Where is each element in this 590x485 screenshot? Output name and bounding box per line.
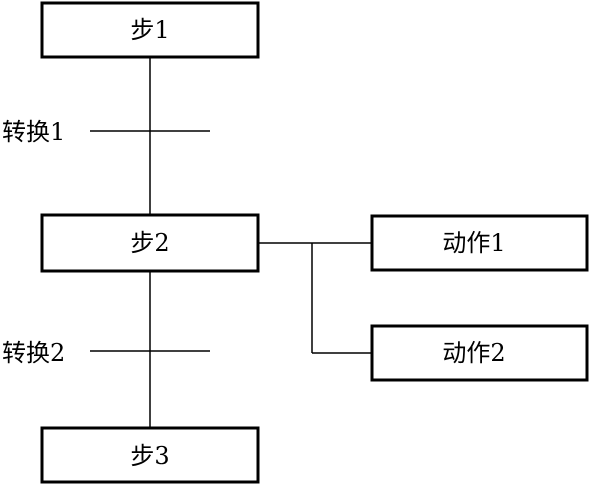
action-1-box [370,214,589,272]
step-2-label: 步2 [130,229,169,257]
step-2-box [40,213,260,273]
transition-2-label: 转换2 [2,339,65,367]
step-3-label: 步3 [130,442,169,470]
step-1-label: 步1 [130,16,169,44]
step-2: 步2 [40,213,260,273]
action-2-label: 动作2 [442,339,505,367]
transition-1-label: 转换1 [2,118,65,146]
action-2: 动作2 [370,324,589,382]
step-1: 步1 [40,1,260,59]
action-1-label: 动作1 [442,229,505,257]
action-1: 动作1 [370,214,589,272]
action-2-box [370,324,589,382]
step-3-box [40,426,260,484]
step-3: 步3 [40,426,260,484]
step-1-box [40,1,260,59]
